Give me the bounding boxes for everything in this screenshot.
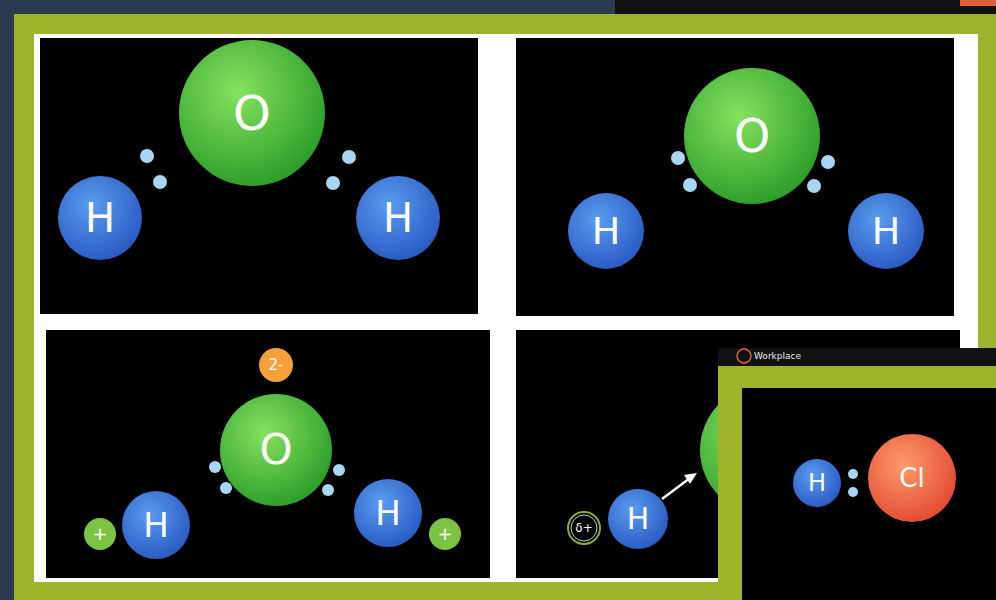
hydrogen-atom: H xyxy=(793,459,841,507)
atom-symbol: O xyxy=(233,89,271,137)
hydrogen-atom: H xyxy=(356,176,440,260)
atom-symbol: H xyxy=(85,198,115,238)
oxygen-atom: O xyxy=(684,68,820,204)
atom-symbol: H xyxy=(592,212,621,250)
oxygen-atom: O xyxy=(220,394,332,506)
atom-symbol: H xyxy=(383,198,413,238)
atom-symbol: H xyxy=(808,471,826,495)
charge-badge: + xyxy=(429,518,461,550)
atom-symbol: H xyxy=(872,212,901,250)
hydrogen-atom: H xyxy=(354,479,422,547)
atom-symbol: H xyxy=(375,496,401,530)
charge-badge: 2- xyxy=(259,348,293,382)
atom-symbol: 2- xyxy=(269,358,284,373)
hydrogen-atom: H xyxy=(568,193,644,269)
atom-symbol: H xyxy=(143,508,169,542)
atom-symbol: + xyxy=(437,525,452,543)
atom-symbol: O xyxy=(734,113,770,159)
atom-symbol: H xyxy=(627,504,650,534)
chlorine-atom: Cl xyxy=(868,434,956,522)
hydrogen-atom: H xyxy=(608,489,668,549)
partial-charge-badge: δ+ xyxy=(572,516,596,540)
atom-symbol: δ+ xyxy=(575,522,592,534)
atom-symbol: O xyxy=(259,429,292,471)
hydrogen-atom: H xyxy=(122,491,190,559)
atom-symbol: + xyxy=(92,525,107,543)
hydrogen-atom: H xyxy=(848,193,924,269)
hydrogen-atom: H xyxy=(58,176,142,260)
atom-symbol: Cl xyxy=(899,465,924,491)
oxygen-atom: O xyxy=(179,40,325,186)
watermark-text: Workplace xyxy=(754,351,801,361)
charge-badge: + xyxy=(84,518,116,550)
